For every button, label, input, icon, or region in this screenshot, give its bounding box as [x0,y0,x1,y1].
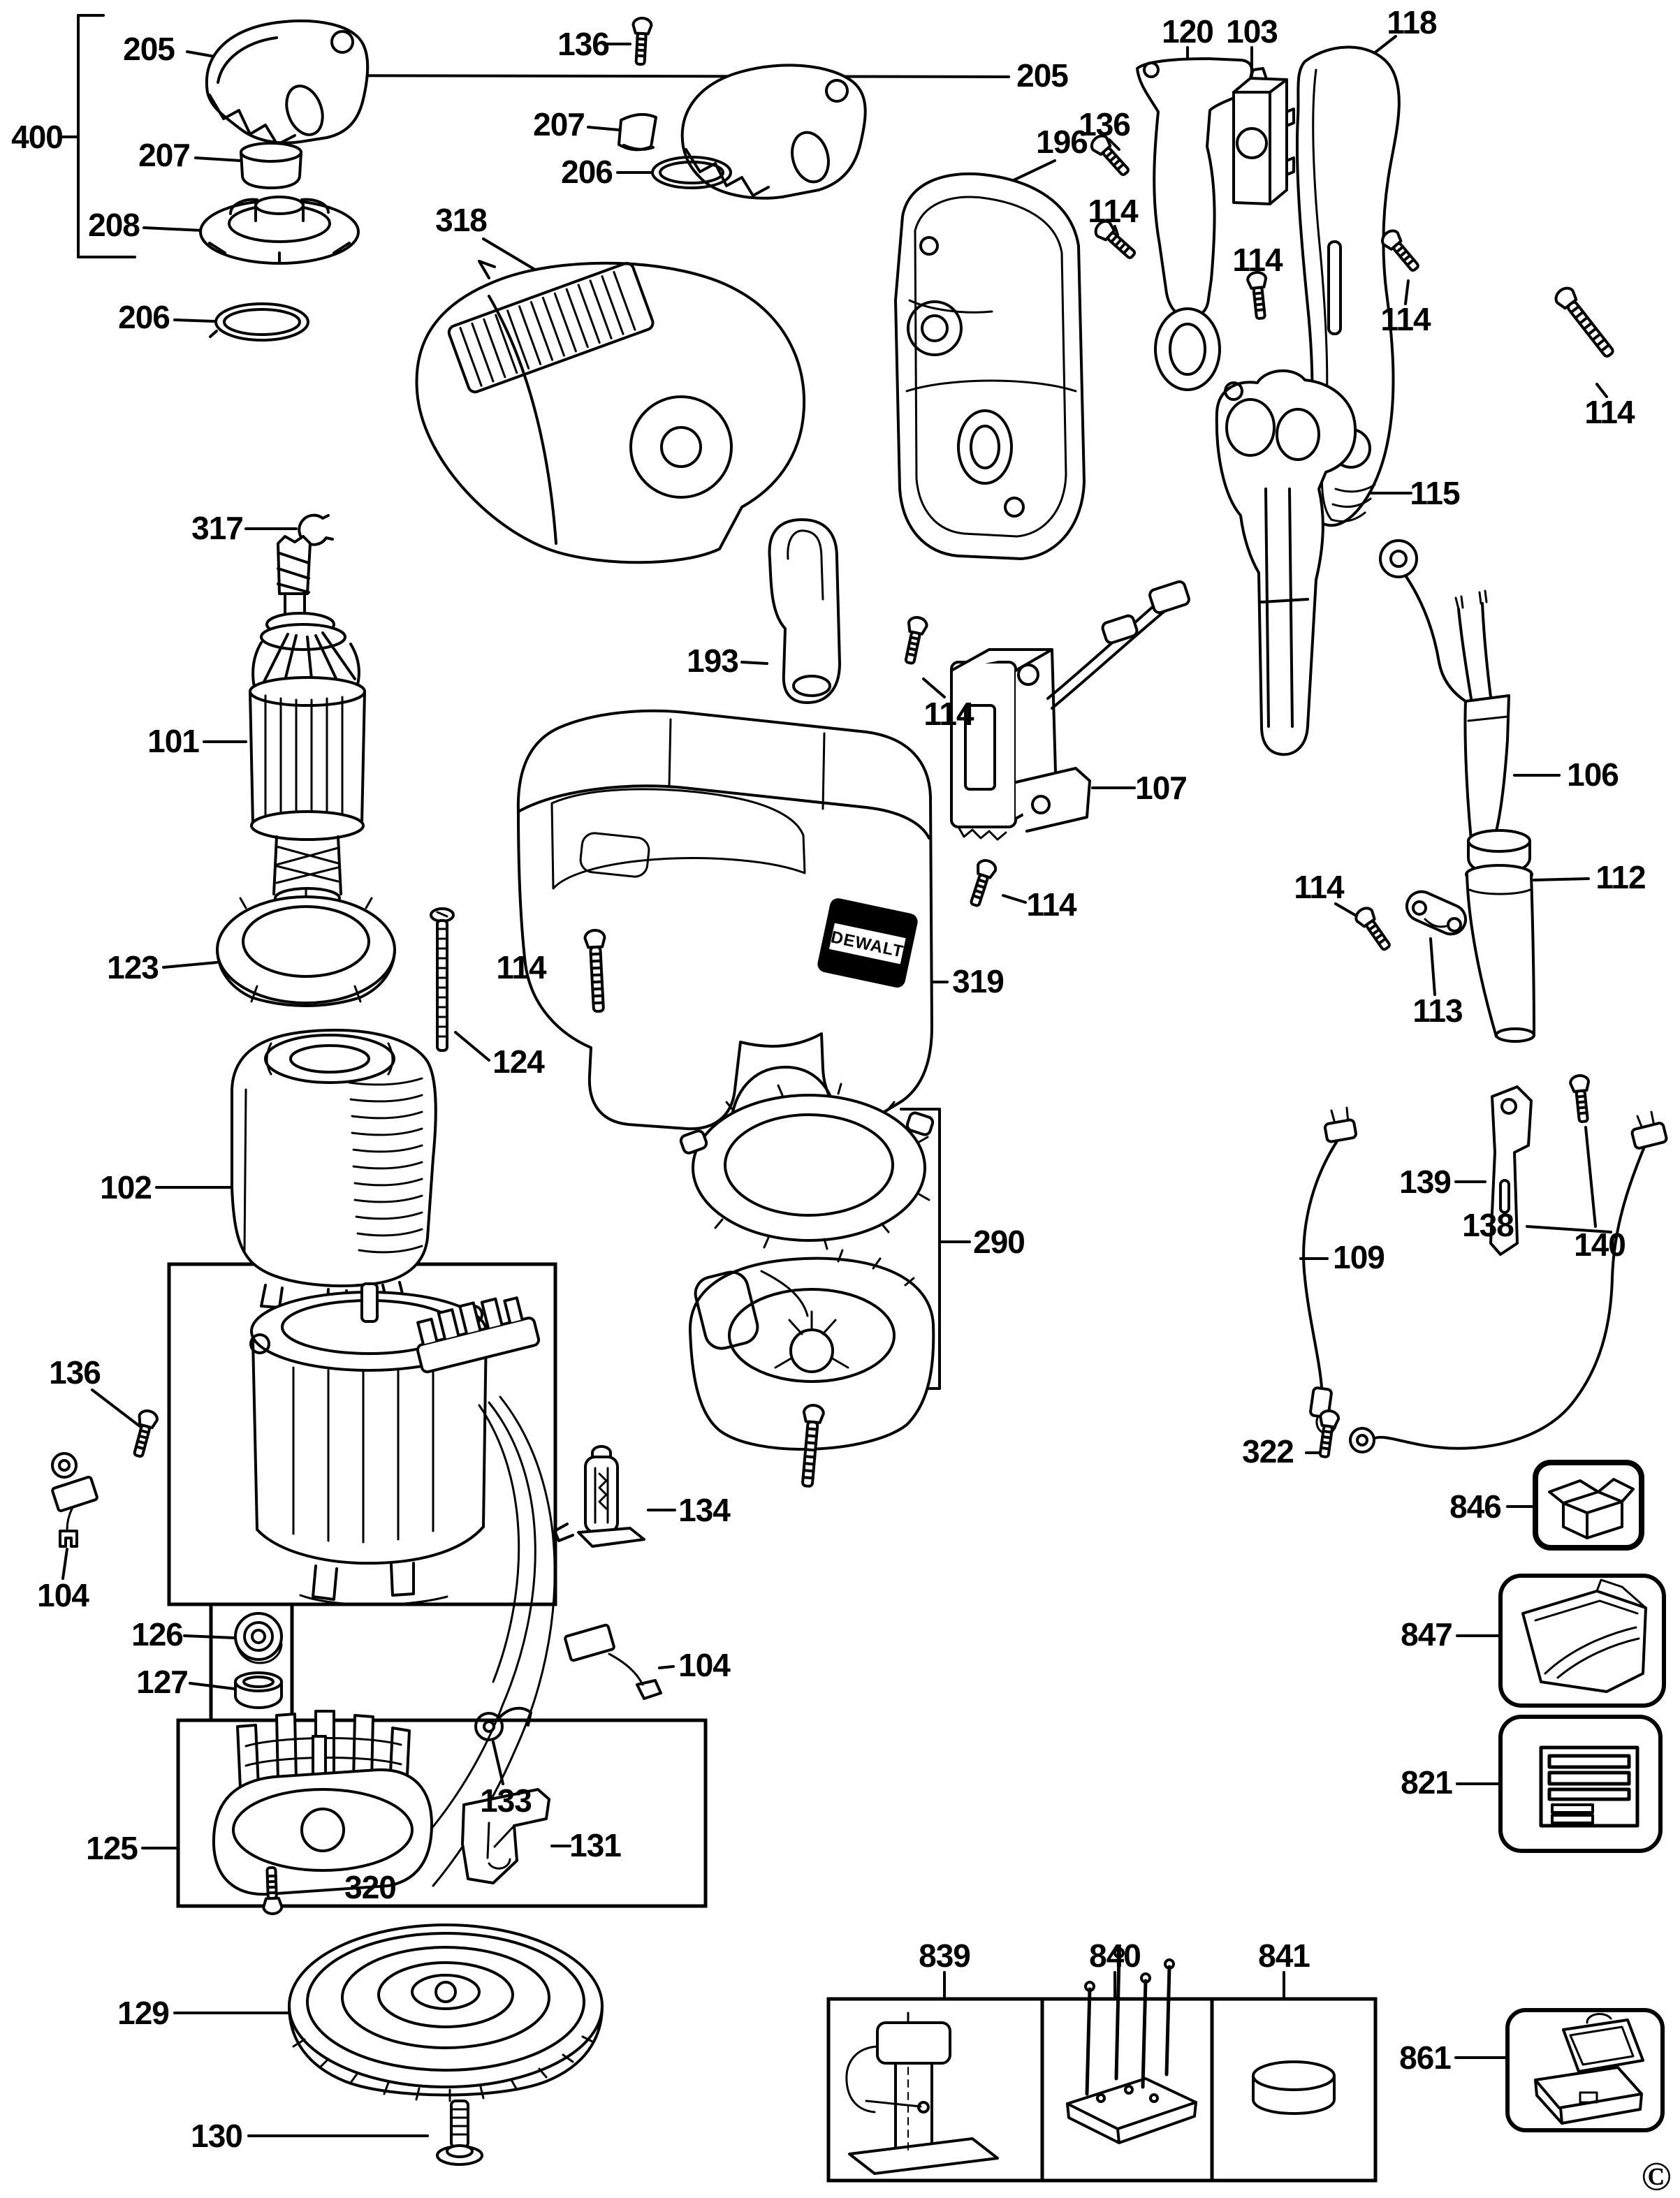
part-847-bag [1521,1578,1647,1693]
part-101-armature [249,535,366,950]
leader-line-127 [189,1682,236,1690]
part-206-oring-left [209,302,309,342]
part-112-cord-protector [1465,829,1535,1043]
part-104-brush-lower [564,1623,662,1700]
part-290-fan-baffle [688,1249,935,1451]
part-114-screw-d [899,614,930,666]
part-205-cap-right [680,64,867,200]
part-114-screw-m [1378,226,1424,277]
part-102-field-coil [230,1028,437,1312]
leader-line-104-upper [61,1548,68,1580]
part-317-retaining-ring [298,513,334,546]
part-120-trigger [1136,57,1253,391]
part-104-brush-upper [51,1452,98,1548]
kit-box-861 [1505,2008,1665,2132]
leader-line-114-c [1595,383,1608,398]
part-123-baffle-ring [216,887,396,1007]
part-138-lead-wire [1349,1111,1668,1453]
leader-line-112 [1533,877,1590,881]
leader-line-136-bottom [91,1389,141,1428]
leader-line-138 [1526,1225,1612,1233]
part-861-kit-box [1534,2013,1644,2125]
part-193-cover [768,518,841,704]
part-126-bearing [234,1612,283,1664]
part-846-carton [1548,1478,1635,1539]
part-125-end-cap [212,1710,433,1896]
part-205-cap-left [205,19,370,146]
leader-line-123 [162,961,218,969]
part-207-wedge [618,112,657,152]
leader-line-133 [492,1741,504,1785]
part-107-switch-module [950,580,1190,841]
part-103-switch [1232,67,1295,205]
leader-line-208 [143,226,204,232]
part-113-clamp-link [1405,890,1468,936]
part-290-gasket-ring [679,1083,935,1250]
part-109-lead-wire [1302,1106,1357,1435]
part-114-screw-b [1246,270,1271,321]
part-133-lead-spring [474,1706,532,1741]
kit-box-847 [1498,1574,1666,1708]
leader-line-207-left [194,156,242,162]
part-140-screw [1568,1073,1594,1124]
leader-line-206-left [173,318,215,323]
part-129-fan [288,1924,604,2102]
part-841-puck [1252,2060,1336,2115]
leader-line-126 [183,1634,235,1639]
part-839-fixture [845,2012,999,2175]
leader-line-114-a [1113,225,1119,236]
part-114-screw-e [964,856,999,909]
leader-line-124 [454,1031,490,1062]
leader-line-193 [740,661,768,665]
part-127-bearing-ring [234,1671,283,1709]
part-114-screw-c [1551,283,1620,362]
part-124-long-screw [430,907,455,1052]
leader-line-104-lower [658,1665,675,1669]
part-206-oring-right [651,156,732,189]
leader-line-136-right [1108,138,1120,151]
part-136-screw-bottom [128,1407,161,1460]
part-319-housing: DEWALT [516,709,933,1131]
leader-line-114-d [922,677,946,698]
kit-box-841 [1210,1997,1378,2183]
part-139-brush-arm [1489,1085,1533,1256]
endcap-box [176,1718,708,1908]
part-125-motor-assembly [249,1282,556,1887]
copyright-symbol: © [1641,2153,1672,2198]
part-134-brush-holder [553,1445,645,1548]
part-131-clip [461,1788,550,1884]
leader-line-113 [1429,937,1436,996]
part-318-motor-cover [415,260,805,564]
leader-line-140 [1584,1126,1597,1228]
part-821-label [1539,1745,1639,1828]
part-115-cord-clamp [1215,369,1357,756]
leader-line-114-e [1002,894,1027,904]
leader-line-207-right [587,126,620,131]
part-840-base-stand [1066,1947,1197,2144]
part-207-cylinder [240,142,302,189]
part-196-clamshell [894,172,1086,560]
leader-line-114-m [1404,279,1410,305]
part-136-screw-top [631,17,652,64]
kit-box-846 [1533,1460,1644,1551]
part-208-fan-baffle [199,196,360,265]
part-106-power-cord [1379,539,1510,841]
part-114-screw-a [1090,217,1141,264]
part-114-screw-g [1352,903,1396,955]
part-130-screw [436,2100,483,2166]
